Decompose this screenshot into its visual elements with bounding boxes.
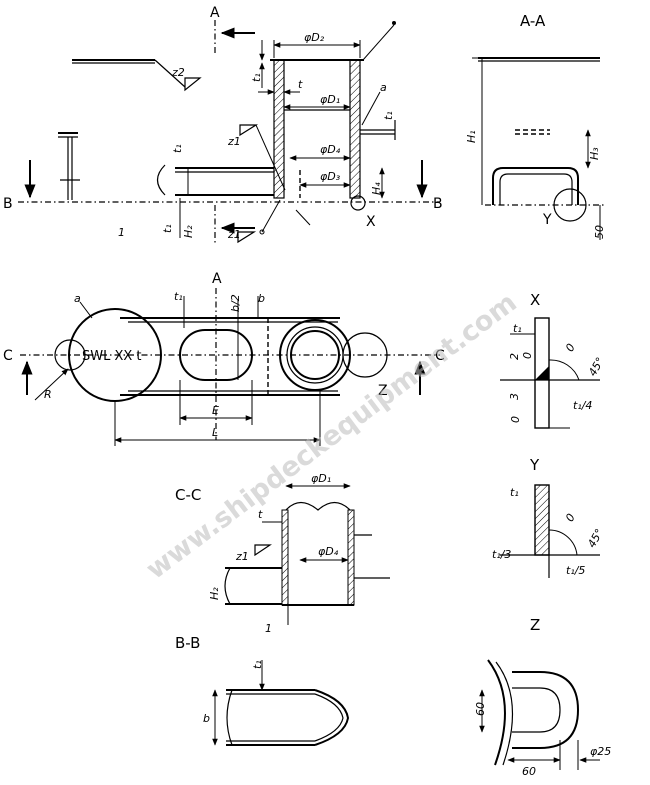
dim-x-angle: 45° bbox=[586, 355, 607, 378]
dim-z-60-h: 60 bbox=[522, 765, 536, 778]
weld-label-z1-a: z1 bbox=[227, 135, 241, 148]
section-mark-b-right: B bbox=[433, 196, 443, 212]
dim-x-t1-4: t₁/4 bbox=[573, 399, 592, 412]
dim-b-plan: b bbox=[258, 292, 265, 305]
dim-x-2: 2 bbox=[508, 353, 521, 360]
dim-h4: H₄ bbox=[370, 182, 383, 195]
dim-t-a: t bbox=[298, 78, 303, 91]
weld-label-z2: z2 bbox=[171, 66, 185, 79]
dim-cc-d1: φD₁ bbox=[311, 472, 331, 485]
dim-y-t1-5: t₁/5 bbox=[566, 564, 585, 577]
detail-x-title: X bbox=[530, 291, 540, 309]
dim-x-t1: t₁ bbox=[513, 322, 522, 335]
section-mark-c-right: C bbox=[435, 348, 445, 364]
weld-symbol-z1-b bbox=[237, 231, 257, 244]
dim-cc-d4: φD₄ bbox=[318, 545, 339, 558]
detail-z-ref: Z bbox=[378, 383, 388, 399]
weld-label-z1-b: z1 bbox=[227, 228, 241, 241]
dim-x-0a: 0 bbox=[521, 352, 534, 359]
dim-y-angle: 45° bbox=[585, 527, 606, 550]
section-mark-c-left: C bbox=[3, 348, 13, 364]
dim-cc-1: 1 bbox=[265, 622, 272, 635]
detail-y-view: Y t₁ 0 45° t₁/3 t₁/5 bbox=[492, 456, 606, 578]
detail-z-circle bbox=[342, 332, 388, 378]
dim-r: R bbox=[44, 388, 52, 401]
dim-h1: H₁ bbox=[465, 130, 478, 143]
dim-t1-a: t₁ bbox=[250, 73, 263, 82]
dim-y-t1: t₁ bbox=[510, 486, 519, 499]
z-lug-outer bbox=[512, 671, 580, 749]
dim-e: E bbox=[212, 404, 219, 417]
plan-view: A C C SWL XX t a R Z t₁ b/2 bbox=[3, 271, 445, 446]
dim-t1-b: t₁ bbox=[382, 111, 395, 120]
dim-x-0b: 0 bbox=[509, 416, 522, 423]
oblong-slot bbox=[179, 329, 253, 381]
section-mark-a-top: A bbox=[210, 5, 220, 21]
pipe-wall-right bbox=[349, 59, 361, 199]
base-plate-break bbox=[156, 164, 166, 196]
note-a-plan: a bbox=[74, 292, 81, 305]
dim-y-t1-3: t₁/3 bbox=[492, 548, 511, 561]
dim-d1: φD₁ bbox=[320, 93, 340, 106]
dim-t1-c: t₁ bbox=[171, 144, 184, 153]
section-aa-title: A-A bbox=[520, 12, 546, 30]
dim-x-3: 3 bbox=[508, 393, 521, 400]
dim-t1-plan: t₁ bbox=[174, 290, 183, 303]
weld-symbol-z1-a bbox=[239, 124, 259, 137]
elevation-view: A z2 φD₂ t₁ t φD₁ t bbox=[3, 5, 443, 245]
swl-marking: SWL XX t bbox=[82, 349, 142, 364]
note-a-right: a bbox=[380, 81, 387, 94]
detail-y-ref: Y bbox=[542, 212, 552, 228]
section-cc-title: C-C bbox=[175, 486, 201, 504]
dim-b-half: b/2 bbox=[229, 294, 242, 312]
detail-z-view: Z 60 60 φ25 bbox=[474, 616, 611, 778]
section-mark-a-plan: A bbox=[212, 271, 222, 287]
dim-z-25: φ25 bbox=[590, 745, 611, 758]
detail-x-ref: X bbox=[366, 214, 376, 230]
dim-h3: H₃ bbox=[588, 147, 601, 160]
detail-y-title: Y bbox=[529, 456, 540, 474]
dim-1: 1 bbox=[118, 226, 125, 239]
dim-cc-h2: H₂ bbox=[208, 587, 221, 600]
detail-z-title: Z bbox=[530, 616, 540, 634]
dim-d2: φD₂ bbox=[304, 31, 325, 44]
section-bb-view: B-B b t₁ bbox=[175, 634, 350, 746]
dim-d4: φD₄ bbox=[320, 143, 341, 156]
dim-50: 50 bbox=[593, 225, 606, 239]
detail-y-circle bbox=[553, 188, 587, 222]
weld-cc-z1: z1 bbox=[235, 550, 249, 563]
dim-d3: φD₃ bbox=[320, 170, 341, 183]
dim-cc-t: t bbox=[258, 508, 263, 521]
weld-symbol-z2 bbox=[184, 77, 202, 92]
section-aa-view: A-A H₁ H₃ 50 Y bbox=[465, 12, 606, 240]
section-bb-title: B-B bbox=[175, 634, 200, 652]
aa-body bbox=[492, 167, 579, 205]
leader-note-a-top bbox=[362, 24, 395, 61]
dim-bb-t1: t₁ bbox=[251, 660, 264, 669]
dim-l: L bbox=[212, 426, 218, 439]
section-mark-b-left: B bbox=[3, 196, 13, 212]
dim-h2: H₂ bbox=[182, 225, 195, 238]
dim-y-0: 0 bbox=[563, 511, 578, 524]
deck-break bbox=[154, 59, 186, 88]
section-cc-view: C-C φD₁ t φD₄ z1 H₂ 1 bbox=[175, 472, 390, 635]
dim-t1-d: t₁ bbox=[161, 224, 174, 233]
dim-bb-b: b bbox=[203, 712, 210, 725]
dim-x-0c: 0 bbox=[563, 341, 578, 354]
detail-x-circle bbox=[350, 195, 366, 211]
pipe-ring-outer bbox=[279, 319, 351, 391]
dim-z-60-v: 60 bbox=[474, 702, 487, 716]
